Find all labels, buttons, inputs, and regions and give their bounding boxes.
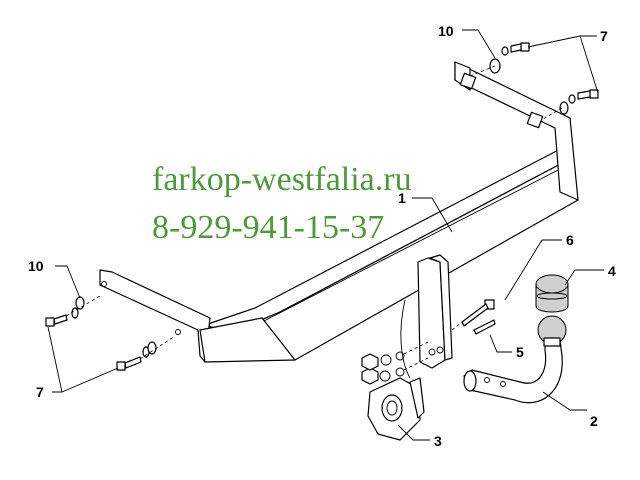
callout-1: 1 xyxy=(398,190,406,206)
callout-5: 5 xyxy=(516,344,524,360)
callout-7-left: 7 xyxy=(36,384,44,400)
callout-10-left: 10 xyxy=(28,258,44,274)
watermark-phone: 8-929-941-15-37 xyxy=(152,209,384,246)
watermark-site: farkop-westfalia.ru xyxy=(152,161,412,198)
tow-ball-neck xyxy=(463,315,567,404)
leader-lines xyxy=(47,29,604,441)
tow-ball-cap xyxy=(535,274,569,313)
callout-2: 2 xyxy=(590,413,598,429)
callout-3: 3 xyxy=(434,433,442,449)
center-bolts-nuts xyxy=(361,299,496,385)
callout-4: 4 xyxy=(608,263,616,279)
socket-plate xyxy=(367,377,425,441)
callout-10-top: 10 xyxy=(438,23,454,39)
callout-6: 6 xyxy=(566,232,574,248)
crossbar-beam xyxy=(99,61,579,363)
ball-mount-bracket xyxy=(400,254,453,379)
callout-7-top: 7 xyxy=(600,28,608,44)
